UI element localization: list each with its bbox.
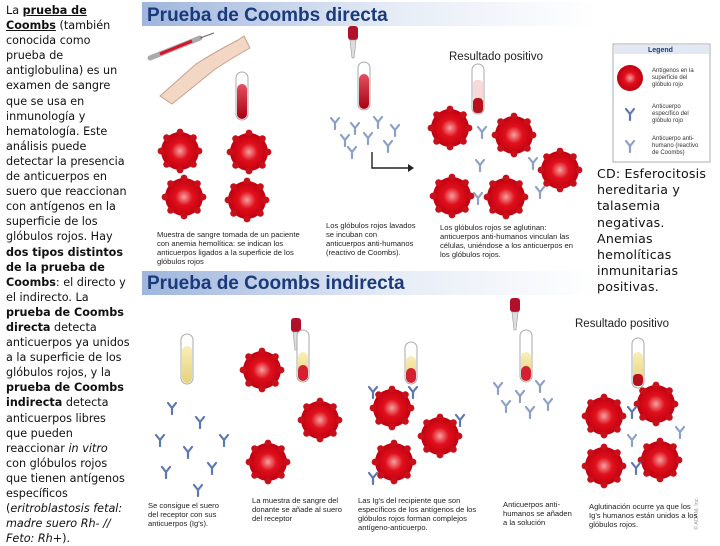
legend-item3-l1: Anticuerpo anti- (652, 136, 694, 142)
indirect-caption3-l2: específicos de los antígenos de los (358, 505, 476, 514)
legend-item2-l3: glóbulo rojo (652, 118, 684, 124)
direct-caption3-l1: Los glóbulos rojos se aglutinan: (440, 223, 546, 232)
legend-box: Legend Antígenos en la superficie del gl… (612, 43, 711, 163)
indirect-result-label: Resultado positivo (575, 318, 669, 330)
direct-caption2-l3: anticuerpos anti-humanos (326, 239, 414, 248)
intro-paragraph: La prueba de Coombs (también conocida co… (6, 3, 130, 546)
direct-test-term: prueba de Coombs directa (6, 305, 124, 334)
legend-item3-l2: humano (reactivo (652, 143, 699, 149)
legend-item1-l3: glóbulo rojo (652, 82, 684, 88)
coombs-reagent-dropper (348, 26, 371, 111)
indirect-stage2-cells (239, 347, 343, 485)
indirect-caption4-l1: Anticuerpos anti- (503, 500, 560, 509)
indirect-banner (142, 271, 597, 295)
direct-caption3-l3: células, uniéndose a los anticuerpos en (440, 241, 573, 250)
indirect-result-tube (631, 337, 645, 389)
indirect-caption5-l3: glóbulos rojos. (589, 520, 638, 529)
indirect-caption3-l3: glóbulos rojos forman complejos (358, 514, 467, 523)
direct-caption1-l2: con anemia hemolítica: se indican los (157, 239, 283, 248)
coombs-term: prueba de Coombs (6, 4, 87, 33)
legend-item1-l1: Antígenos en la (652, 68, 694, 74)
indirect-caption2-l1: La muestra de sangre del (252, 496, 338, 505)
indirect-stage4-antibodies (492, 379, 554, 420)
indirect-caption3-l1: Las Ig's del recipiente que son (358, 496, 460, 505)
direct-stage3-agglutination (427, 105, 583, 220)
text-run: ). (62, 532, 71, 546)
direct-caption1-l4: glóbulos rojos (157, 257, 204, 266)
clinical-note: CD: Esferocitosis hereditaria y talasemi… (597, 166, 707, 295)
direct-banner (142, 2, 597, 26)
indirect-stage5-agglutination (581, 381, 686, 489)
direct-title: Prueba de Coombs directa (147, 5, 388, 26)
direct-stage2-antibodies (329, 115, 401, 160)
text-run: con glóbulos rojos que tienen antígenos … (6, 456, 125, 516)
copyright-note: © ADAM, Inc. (693, 496, 700, 530)
direct-caption3-l2: anticuerpos anti-humanos vinculan las (440, 232, 569, 241)
text-run: detecta anticuerpos libres que pueden re… (6, 396, 109, 455)
indirect-caption1-l3: anticuerpos (Ig's). (148, 519, 208, 528)
indirect-reagent-dropper (510, 298, 533, 383)
indirect-caption1-l1: Se consigue el suero (148, 501, 219, 510)
indirect-caption5-l2: Ig's humanos están unidos a los (589, 511, 697, 520)
indirect-title: Prueba de Coombs indirecta (147, 273, 405, 294)
legend-title: Legend (648, 47, 673, 54)
direct-caption2-l2: se incuban con (326, 230, 377, 239)
legend-item3-l3: de Coombs) (652, 150, 685, 156)
legend-item1-l2: superficie del (652, 75, 687, 81)
text-run: detecta anticuerpos ya unidos a la super… (6, 320, 130, 380)
legend-item2-l2: específico del (652, 111, 689, 117)
indirect-test-term: prueba de Coombs indirecta (6, 381, 124, 410)
arm-syringe-illustration (147, 32, 251, 105)
direct-result-tube (471, 63, 485, 115)
types-phrase: dos tipos distintos de la prueba de Coom… (6, 245, 124, 289)
indirect-stage1-antibodies (154, 401, 230, 498)
indirect-stage3-complexes (367, 385, 466, 486)
in-vitro-term: in vitro (68, 441, 108, 455)
indirect-caption1-l2: del receptor con sus (148, 510, 217, 519)
direct-stage1-cells (157, 128, 272, 223)
legend-item2-l1: Anticuerpo (652, 104, 681, 110)
indirect-caption3-l4: antígeno-anticuerpo. (358, 523, 428, 532)
indirect-serum-tube (180, 333, 194, 385)
direct-caption1-l1: Muestra de sangre tomada de un paciente (157, 230, 300, 239)
indirect-caption5-l1: Aglutinación ocurre ya que los (589, 502, 691, 511)
indirect-caption4-l3: a la solución (503, 518, 545, 527)
direct-result-label: Resultado positivo (449, 51, 543, 63)
direct-caption2-l4: (reactivo de Coombs). (326, 248, 401, 257)
direct-caption2-l1: Los glóbulos rojos lavados (326, 221, 416, 230)
direct-blood-tube (235, 71, 249, 121)
indirect-caption2-l2: donante se añade al suero (252, 505, 342, 514)
indirect-caption4-l2: humanos se añaden (503, 509, 572, 518)
text-run: La (6, 4, 23, 17)
direct-arrow (371, 152, 408, 169)
direct-caption1-l3: anticuerpos ligados a la superficie de l… (157, 248, 294, 257)
direct-arrow-head (408, 164, 414, 172)
text-run: : el directo y el indirecto. La (6, 275, 126, 304)
indirect-complex-tube (404, 341, 418, 385)
indirect-donor-tube (291, 318, 310, 383)
indirect-caption2-l3: del receptor (252, 514, 293, 523)
direct-caption3-l4: los glóbulos rojos. (440, 250, 501, 259)
text-run: (también conocida como prueba de antiglo… (6, 19, 127, 244)
legend-antigen-icon (617, 65, 643, 91)
